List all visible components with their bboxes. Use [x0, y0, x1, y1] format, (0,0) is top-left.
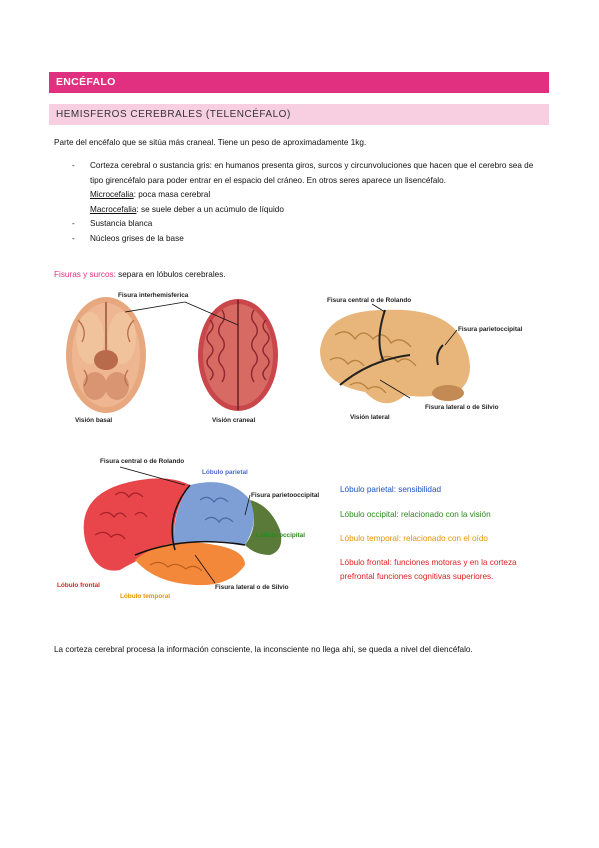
fisura-interhemisferica-label: Fisura interhemisferica	[118, 292, 189, 299]
fig2-fisura-central-label: Fisura central o de Rolando	[100, 458, 185, 465]
fisuras-term: Fisuras y surcos:	[54, 270, 116, 279]
brain-views-figure	[66, 297, 470, 413]
final-paragraph: La corteza cerebral procesa la informaci…	[54, 645, 473, 654]
list-item-sub: Macrocefalia: se suele deber a un acúmul…	[54, 203, 534, 218]
fig2-lobulo-parietal-label: Lóbulo parietal	[202, 469, 248, 476]
cranial-brain-image	[198, 299, 278, 411]
bullet-list: -Corteza cerebral o sustancia gris: en h…	[54, 159, 534, 246]
lateral-brain-image	[320, 309, 470, 404]
parietal-lobe	[174, 482, 254, 550]
fisura-parietoccipital-label: Fisura parietoccipital	[458, 326, 523, 333]
corteza-text: Corteza cerebral o sustancia gris: en hu…	[90, 161, 534, 185]
basal-brain-image	[66, 297, 146, 413]
fisura-lateral-label: Fisura lateral o de Silvio	[425, 404, 499, 411]
temporal-lobe	[135, 542, 245, 586]
list-item: -Sustancia blanca	[72, 219, 153, 228]
fig2-lobulo-temporal-label: Lóbulo temporal	[120, 593, 171, 600]
lobulo-frontal-text: Lóbulo frontal: funciones motoras y en l…	[340, 558, 517, 581]
list-item: -Corteza cerebral o sustancia gris: en h…	[72, 161, 534, 185]
fisuras-text: separa en lóbulos cerebrales.	[115, 270, 226, 279]
vision-lateral-label: Visión lateral	[350, 414, 390, 421]
fig2-fisura-lateral-label: Fisura lateral o de Silvio	[215, 584, 289, 591]
subsection-title: HEMISFEROS CEREBRALES (TELENCÉFALO)	[49, 104, 549, 125]
vision-basal-label: Visión basal	[75, 417, 113, 424]
fisuras-paragraph: Fisuras y surcos: separa en lóbulos cere…	[54, 268, 226, 283]
lobulo-temporal-text: Lóbulo temporal: relacionado con el oído	[340, 534, 488, 543]
microcefalia-def: : poca masa cerebral	[133, 190, 211, 199]
fisura-central-label: Fisura central o de Rolando	[327, 297, 412, 304]
occipital-lobe	[245, 500, 282, 555]
fig2-fisura-parietooccipital-label: Fisura parietooccipital	[251, 492, 320, 499]
nucleos-text: Núcleos grises de la base	[90, 233, 184, 243]
macrocefalia-term: Macrocefalia	[90, 204, 137, 214]
microcefalia-term: Microcefalia	[90, 190, 134, 199]
lobes-figure	[83, 466, 282, 586]
intro-paragraph: Parte del encéfalo que se sitúa más cran…	[54, 138, 367, 147]
section-title: ENCÉFALO	[49, 72, 549, 93]
lobulo-parietal-text: Lóbulo parietal: sensibilidad	[340, 485, 442, 494]
fig2-lobulo-occipital-label: Lóbulo occipital	[256, 532, 305, 539]
vision-craneal-label: Visión craneal	[212, 417, 256, 424]
macrocefalia-def: : se suele deber a un acúmulo de líquido	[136, 204, 284, 214]
lobulo-occipital-text: Lóbulo occipital: relacionado con la vis…	[340, 510, 491, 519]
sustancia-blanca-text: Sustancia blanca	[90, 219, 153, 228]
list-item-sub: Microcefalia: poca masa cerebral	[54, 188, 534, 203]
list-item: -Núcleos grises de la base	[72, 233, 184, 243]
fig2-lobulo-frontal-label: Lóbulo frontal	[57, 582, 100, 589]
